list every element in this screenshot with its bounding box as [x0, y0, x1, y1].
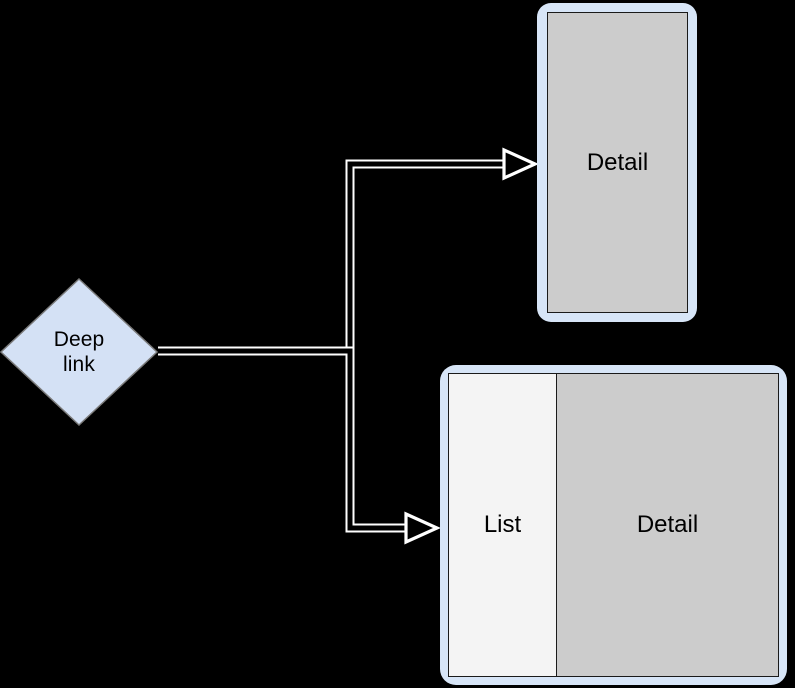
node-phone-detail[interactable]: Detail — [537, 3, 697, 322]
tablet-detail-label: Detail — [636, 511, 699, 538]
edge-deep-link-to-list-detail[interactable] — [158, 346, 441, 545]
node-tablet-list-detail[interactable]: List Detail — [440, 365, 787, 685]
edge-deep-link-to-detail[interactable] — [158, 147, 539, 356]
diamond-shape — [0, 277, 159, 427]
tablet-detail-pane[interactable]: Detail — [557, 374, 778, 676]
phone-detail-screen: Detail — [547, 12, 688, 313]
phone-detail-label: Detail — [586, 148, 649, 176]
tablet-screen: List Detail — [448, 373, 779, 677]
node-deep-link-label: Deep link — [0, 277, 159, 427]
tablet-list-label: List — [483, 511, 522, 538]
deep-link-label-line-2: link — [63, 353, 95, 376]
node-deep-link[interactable]: Deep link — [0, 277, 159, 427]
deep-link-label-line-1: Deep — [53, 328, 105, 351]
tablet-list-pane[interactable]: List — [449, 374, 557, 676]
